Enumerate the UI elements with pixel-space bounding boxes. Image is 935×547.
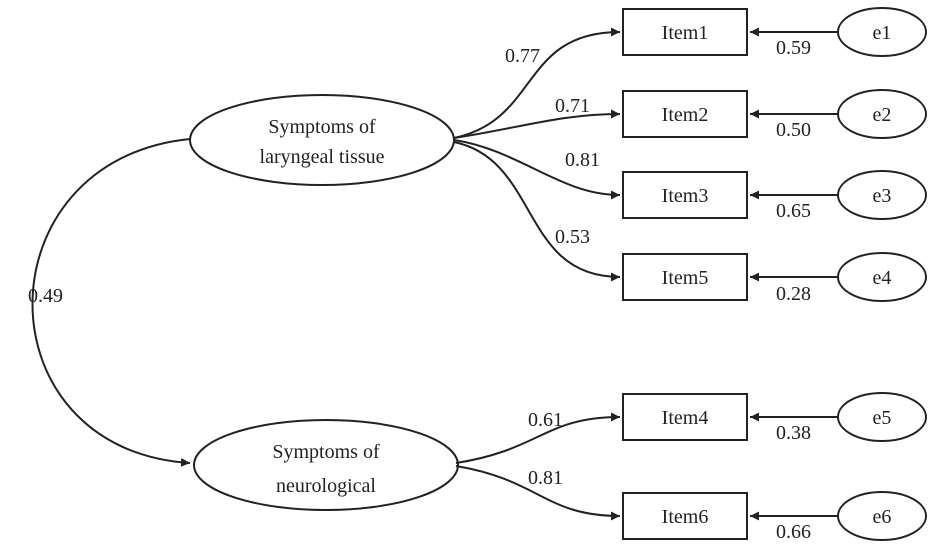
error-coef-e4: 0.28 bbox=[776, 283, 811, 305]
error-ellipse bbox=[837, 491, 927, 541]
item-label: Item1 bbox=[662, 22, 709, 44]
latent-neurological: Symptoms of neurological bbox=[193, 419, 459, 511]
item-label: Item4 bbox=[662, 407, 709, 429]
loading-path-item6 bbox=[455, 465, 621, 521]
latent-ellipse bbox=[189, 94, 455, 186]
loading-label-item5: 0.53 bbox=[555, 226, 590, 248]
item-label: Item2 bbox=[662, 104, 709, 126]
item-label: Item3 bbox=[662, 185, 709, 207]
error-ellipse bbox=[837, 170, 927, 220]
error-label: e1 bbox=[873, 22, 892, 44]
loading-path-item1 bbox=[453, 27, 621, 139]
latent-laryngeal: Symptoms of laryngeal tissue bbox=[189, 94, 455, 186]
error-coef-e1: 0.59 bbox=[776, 37, 811, 59]
covariance-arc bbox=[31, 133, 200, 467]
item-label: Item5 bbox=[662, 267, 709, 289]
error-coef-e6: 0.66 bbox=[776, 521, 811, 543]
item-box bbox=[622, 393, 748, 441]
error-label: e5 bbox=[873, 407, 892, 429]
error-node-e4: e4 bbox=[837, 252, 927, 302]
loading-label-item1: 0.77 bbox=[505, 45, 540, 67]
loading-label-item2: 0.71 bbox=[555, 95, 590, 117]
loading-path-item4 bbox=[455, 412, 621, 464]
observed-item2: Item2 bbox=[622, 90, 748, 138]
observed-item3: Item3 bbox=[622, 171, 748, 219]
covariance-label: 0.49 bbox=[28, 285, 63, 307]
loading-label-item3: 0.81 bbox=[565, 149, 600, 171]
latent-label-line2: neurological bbox=[276, 475, 376, 497]
error-label: e6 bbox=[873, 506, 892, 528]
error-label: e4 bbox=[873, 267, 892, 289]
item-box bbox=[622, 8, 748, 56]
error-ellipse bbox=[837, 392, 927, 442]
observed-item1: Item1 bbox=[622, 8, 748, 56]
item-box bbox=[622, 253, 748, 301]
error-coef-e2: 0.50 bbox=[776, 119, 811, 141]
latent-label-line1: Symptoms of bbox=[272, 441, 380, 463]
error-node-e5: e5 bbox=[837, 392, 927, 442]
item-box bbox=[622, 90, 748, 138]
loading-path-item2 bbox=[453, 109, 621, 139]
error-ellipse bbox=[837, 7, 927, 57]
latent-label-line1: Symptoms of bbox=[268, 116, 376, 138]
item-box bbox=[622, 492, 748, 540]
item-box bbox=[622, 171, 748, 219]
loading-path-item5 bbox=[453, 141, 621, 282]
loading-label-item4: 0.61 bbox=[528, 409, 563, 431]
item-label: Item6 bbox=[662, 506, 709, 528]
loading-label-item6: 0.81 bbox=[528, 467, 563, 489]
loading-path-item3 bbox=[453, 139, 621, 200]
error-ellipse bbox=[837, 89, 927, 139]
error-ellipse bbox=[837, 252, 927, 302]
error-label: e2 bbox=[873, 104, 892, 126]
latent-ellipse bbox=[193, 419, 459, 511]
observed-item4: Item4 bbox=[622, 393, 748, 441]
observed-item5: Item5 bbox=[622, 253, 748, 301]
error-coef-e3: 0.65 bbox=[776, 200, 811, 222]
latent-label-line2: laryngeal tissue bbox=[260, 146, 385, 168]
error-node-e6: e6 bbox=[837, 491, 927, 541]
error-coef-e5: 0.38 bbox=[776, 422, 811, 444]
error-node-e2: e2 bbox=[837, 89, 927, 139]
error-node-e3: e3 bbox=[837, 170, 927, 220]
error-node-e1: e1 bbox=[837, 7, 927, 57]
observed-item6: Item6 bbox=[622, 492, 748, 540]
error-label: e3 bbox=[873, 185, 892, 207]
